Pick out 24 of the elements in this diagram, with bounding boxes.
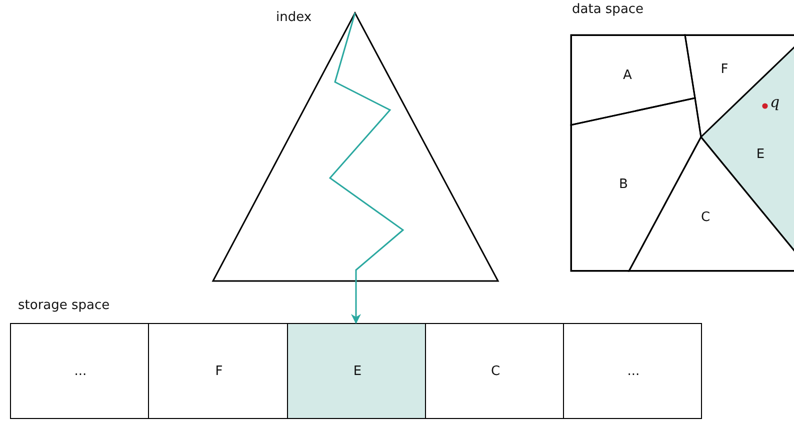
cell-label: ... [627,364,640,380]
storage-cell [563,323,702,419]
cell-label: E [353,364,362,380]
index-triangle [213,8,498,281]
storage-cell [10,323,149,419]
storage-cell [287,323,426,419]
region-polygon [628,136,794,270]
group-title: storage space [18,298,110,314]
region-polygon [570,98,700,270]
cell-label: ... [74,364,87,380]
arrow [328,12,404,324]
point-label: q [770,94,780,110]
cell-label: C [490,364,500,380]
region-polygon [570,34,694,124]
cell-label: F [215,364,223,380]
region-label: B [619,176,628,192]
region-label: E [756,146,765,162]
region-label: C [700,210,710,226]
region-label: F [720,62,728,78]
region-label: A [623,68,632,84]
group-title: data space [572,2,644,18]
index-title: index [276,10,312,26]
storage-cell [148,323,288,419]
storage-cell [425,323,564,419]
